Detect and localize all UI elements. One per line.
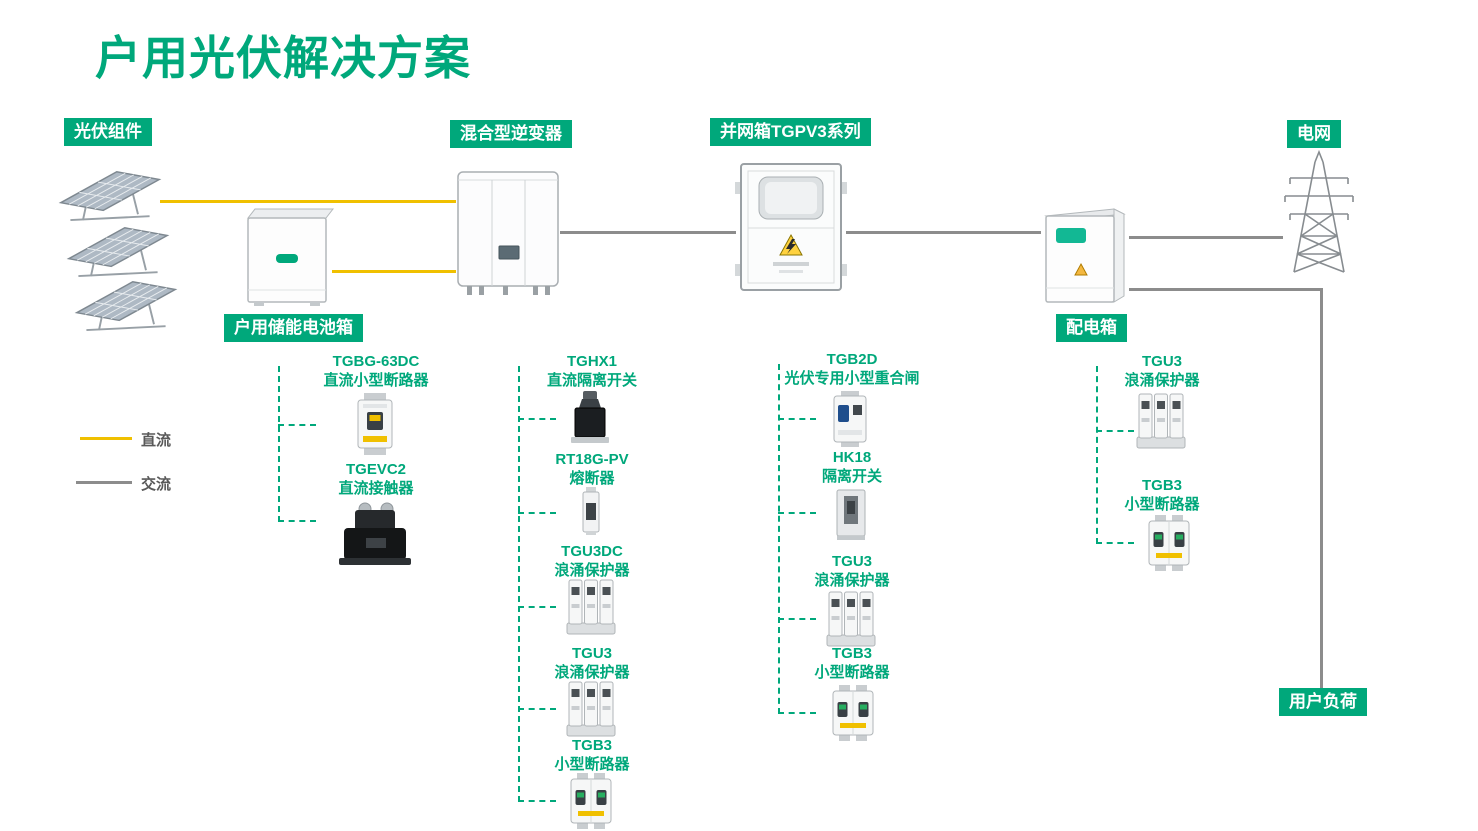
- ac-line-to-user-load-horizontal: [1129, 288, 1323, 291]
- distribution-box-icon: [1044, 208, 1126, 303]
- dashed-stub: [778, 418, 816, 420]
- dashed-stub: [518, 512, 556, 514]
- dashed-stub: [278, 520, 316, 522]
- ac-line-gridbox-to-distribution: [846, 231, 1041, 234]
- surge-protector-icon: [566, 680, 616, 738]
- component-item: HK18 隔离开关: [772, 448, 932, 486]
- component-model: TGU3: [1141, 353, 1182, 370]
- component-model: HK18: [832, 449, 872, 466]
- surge-protector-icon: [1136, 392, 1186, 450]
- component-name: 浪涌保护器: [814, 572, 890, 589]
- page-title: 户用光伏解决方案: [95, 32, 471, 84]
- battery-cabinet-icon: [246, 208, 334, 306]
- dashed-stub: [518, 708, 556, 710]
- recloser-icon: [833, 391, 867, 447]
- legend-ac-label: 交流: [141, 476, 172, 493]
- dashed-connector-gridbox-column: [778, 364, 780, 714]
- contactor-icon: [339, 502, 411, 565]
- breaker-2p-icon: [1146, 514, 1192, 572]
- label-pv-modules: 光伏组件: [64, 118, 152, 146]
- component-name: 熔断器: [569, 470, 615, 487]
- component-name: 光伏专用小型重合闸: [784, 370, 920, 387]
- ac-line-to-user-load-vertical: [1320, 288, 1323, 688]
- dashed-stub: [778, 618, 816, 620]
- dashed-stub: [1096, 430, 1134, 432]
- label-hybrid-inverter: 混合型逆变器: [450, 120, 572, 148]
- dashed-stub: [1096, 542, 1134, 544]
- dashed-connector-battery-column: [278, 366, 280, 522]
- component-item: TGU3DC 浪涌保护器: [512, 542, 672, 580]
- legend-dc-line: [80, 437, 132, 440]
- dashed-connector-distribution-column: [1096, 366, 1098, 544]
- dc-line-pv-to-inverter: [160, 200, 456, 203]
- label-battery-box: 户用储能电池箱: [224, 314, 363, 342]
- component-item: TGB3 小型断路器: [512, 736, 672, 774]
- surge-protector-icon: [566, 578, 616, 636]
- dc-isolator-icon: [571, 391, 609, 443]
- dashed-stub: [278, 424, 316, 426]
- solar-panel-array-icon: [56, 166, 164, 222]
- component-model: TGHX1: [566, 353, 617, 370]
- component-name: 浪涌保护器: [1124, 372, 1200, 389]
- component-model: TGB3: [1141, 477, 1182, 494]
- component-item: TGB3 小型断路器: [1082, 476, 1242, 514]
- component-name: 直流接触器: [338, 480, 414, 497]
- component-item: RT18G-PV 熔断器: [512, 450, 672, 488]
- dashed-stub: [518, 606, 556, 608]
- component-item: TGHX1 直流隔离开关: [512, 352, 672, 390]
- dashed-stub: [518, 800, 556, 802]
- component-model: TGU3DC: [561, 543, 623, 560]
- inverter-cabinet-icon: [457, 171, 559, 295]
- component-model: TGB3: [831, 645, 872, 662]
- component-model: TGU3: [831, 553, 872, 570]
- fuse-icon: [582, 487, 600, 535]
- component-item: TGB2D 光伏专用小型重合闸: [772, 350, 932, 388]
- component-model: TGU3: [571, 645, 612, 662]
- dashed-stub: [518, 418, 556, 420]
- knife-switch-icon: [836, 489, 866, 540]
- label-user-load: 用户负荷: [1279, 688, 1367, 716]
- component-name: 直流隔离开关: [546, 372, 637, 389]
- breaker-1p-icon: [357, 393, 393, 455]
- component-name: 浪涌保护器: [554, 664, 630, 681]
- component-name: 直流小型断路器: [323, 372, 429, 389]
- ac-line-distribution-to-tower: [1129, 236, 1283, 239]
- solar-panel-array-icon: [72, 276, 180, 332]
- dc-line-battery-to-inverter: [332, 270, 456, 273]
- legend-ac-line: [76, 481, 132, 484]
- component-model: TGEVC2: [345, 461, 406, 478]
- label-power-grid: 电网: [1287, 120, 1341, 148]
- component-name: 小型断路器: [1124, 496, 1200, 513]
- component-item: TGU3 浪涌保护器: [772, 552, 932, 590]
- component-name: 隔离开关: [821, 468, 882, 485]
- component-name: 浪涌保护器: [554, 562, 630, 579]
- component-item: TGEVC2 直流接触器: [296, 460, 456, 498]
- component-item: TGU3 浪涌保护器: [512, 644, 672, 682]
- component-item: TGBG-63DC 直流小型断路器: [296, 352, 456, 390]
- solar-panel-array-icon: [64, 222, 172, 278]
- surge-protector-icon: [826, 590, 876, 648]
- ac-line-inverter-to-gridbox: [560, 231, 736, 234]
- component-model: RT18G-PV: [555, 451, 629, 468]
- component-item: TGB3 小型断路器: [772, 644, 932, 682]
- breaker-2p-icon: [568, 772, 614, 830]
- breaker-2p-icon: [830, 684, 876, 742]
- dashed-connector-inverter-column: [518, 366, 520, 802]
- component-model: TGBG-63DC: [332, 353, 420, 370]
- component-name: 小型断路器: [554, 756, 630, 773]
- dashed-stub: [778, 712, 816, 714]
- dashed-stub: [778, 512, 816, 514]
- component-name: 小型断路器: [814, 664, 890, 681]
- grid-connection-box-icon: [735, 163, 847, 291]
- component-model: TGB3: [571, 737, 612, 754]
- transmission-tower-icon: [1284, 150, 1354, 273]
- label-grid-connection-box: 并网箱TGPV3系列: [710, 118, 871, 146]
- component-item: TGU3 浪涌保护器: [1082, 352, 1242, 390]
- label-distribution-box: 配电箱: [1056, 314, 1127, 342]
- legend-dc-label: 直流: [141, 432, 172, 449]
- component-model: TGB2D: [826, 351, 878, 368]
